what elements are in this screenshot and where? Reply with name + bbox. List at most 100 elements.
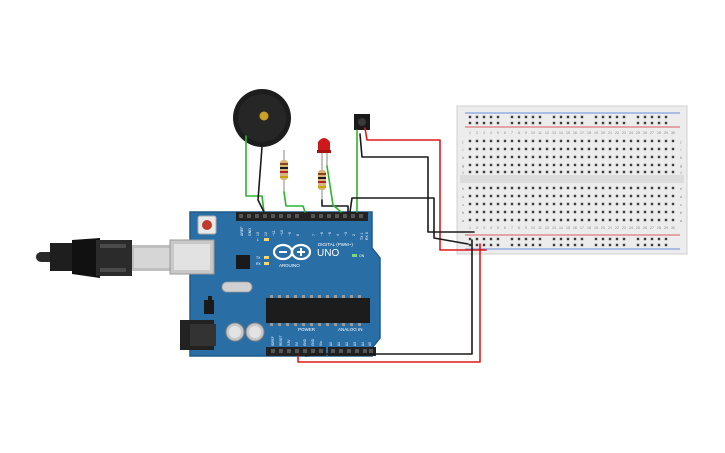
black-wire[interactable] xyxy=(349,197,469,245)
breadboard-hole[interactable] xyxy=(468,202,472,206)
breadboard-hole[interactable] xyxy=(517,115,521,119)
breadboard-hole[interactable] xyxy=(559,121,563,125)
breadboard-hole[interactable] xyxy=(538,163,542,167)
breadboard-hole[interactable] xyxy=(566,115,570,119)
breadboard-hole[interactable] xyxy=(594,186,598,190)
breadboard-hole[interactable] xyxy=(573,115,577,119)
breadboard-hole[interactable] xyxy=(622,237,626,241)
black-wire[interactable] xyxy=(257,146,265,213)
breadboard-hole[interactable] xyxy=(538,139,542,143)
breadboard-hole[interactable] xyxy=(629,202,633,206)
breadboard-hole[interactable] xyxy=(657,170,661,174)
breadboard-hole[interactable] xyxy=(664,218,668,222)
breadboard-hole[interactable] xyxy=(657,210,661,214)
breadboard-hole[interactable] xyxy=(580,186,584,190)
breadboard-hole[interactable] xyxy=(496,121,500,125)
breadboard-hole[interactable] xyxy=(489,243,493,247)
breadboard-hole[interactable] xyxy=(468,163,472,167)
breadboard-hole[interactable] xyxy=(517,155,521,159)
breadboard-hole[interactable] xyxy=(643,237,647,241)
green-wire[interactable] xyxy=(245,135,265,213)
breadboard-hole[interactable] xyxy=(552,115,556,119)
breadboard-hole[interactable] xyxy=(482,121,486,125)
breadboard-hole[interactable] xyxy=(629,194,633,198)
breadboard-hole[interactable] xyxy=(650,218,654,222)
breadboard-hole[interactable] xyxy=(482,155,486,159)
breadboard-hole[interactable] xyxy=(538,243,542,247)
breadboard-hole[interactable] xyxy=(573,194,577,198)
breadboard-hole[interactable] xyxy=(622,163,626,167)
breadboard-hole[interactable] xyxy=(657,202,661,206)
breadboard-hole[interactable] xyxy=(629,186,633,190)
breadboard-hole[interactable] xyxy=(636,163,640,167)
breadboard-hole[interactable] xyxy=(594,170,598,174)
breadboard-hole[interactable] xyxy=(538,147,542,151)
breadboard-hole[interactable] xyxy=(629,147,633,151)
breadboard-hole[interactable] xyxy=(475,163,479,167)
breadboard-hole[interactable] xyxy=(664,210,668,214)
breadboard-hole[interactable] xyxy=(580,170,584,174)
breadboard-hole[interactable] xyxy=(503,147,507,151)
breadboard-hole[interactable] xyxy=(531,202,535,206)
breadboard-hole[interactable] xyxy=(552,170,556,174)
breadboard-hole[interactable] xyxy=(573,147,577,151)
breadboard-hole[interactable] xyxy=(615,155,619,159)
breadboard-hole[interactable] xyxy=(608,121,612,125)
breadboard-hole[interactable] xyxy=(524,121,528,125)
breadboard-hole[interactable] xyxy=(580,163,584,167)
breadboard-hole[interactable] xyxy=(643,210,647,214)
breadboard-hole[interactable] xyxy=(615,170,619,174)
breadboard-hole[interactable] xyxy=(664,202,668,206)
breadboard-hole[interactable] xyxy=(573,155,577,159)
breadboard-hole[interactable] xyxy=(601,237,605,241)
breadboard-hole[interactable] xyxy=(608,237,612,241)
breadboard-hole[interactable] xyxy=(559,210,563,214)
breadboard-hole[interactable] xyxy=(615,243,619,247)
breadboard-hole[interactable] xyxy=(650,237,654,241)
breadboard-hole[interactable] xyxy=(608,139,612,143)
breadboard-hole[interactable] xyxy=(559,218,563,222)
breadboard-hole[interactable] xyxy=(559,163,563,167)
breadboard-hole[interactable] xyxy=(566,139,570,143)
breadboard-hole[interactable] xyxy=(650,115,654,119)
breadboard-hole[interactable] xyxy=(587,218,591,222)
breadboard-hole[interactable] xyxy=(594,218,598,222)
breadboard-hole[interactable] xyxy=(524,139,528,143)
breadboard-hole[interactable] xyxy=(503,218,507,222)
breadboard-hole[interactable] xyxy=(559,202,563,206)
breadboard-hole[interactable] xyxy=(601,115,605,119)
breadboard-hole[interactable] xyxy=(636,155,640,159)
breadboard-hole[interactable] xyxy=(510,194,514,198)
breadboard-hole[interactable] xyxy=(531,147,535,151)
breadboard-hole[interactable] xyxy=(524,202,528,206)
resistor[interactable] xyxy=(280,150,288,192)
breadboard-hole[interactable] xyxy=(566,147,570,151)
breadboard-hole[interactable] xyxy=(566,218,570,222)
breadboard-hole[interactable] xyxy=(580,243,584,247)
breadboard-hole[interactable] xyxy=(496,237,500,241)
breadboard-hole[interactable] xyxy=(657,139,661,143)
breadboard-hole[interactable] xyxy=(503,202,507,206)
breadboard-hole[interactable] xyxy=(643,186,647,190)
pushbutton[interactable] xyxy=(354,114,370,130)
breadboard-hole[interactable] xyxy=(510,163,514,167)
breadboard-hole[interactable] xyxy=(608,202,612,206)
breadboard-hole[interactable] xyxy=(524,115,528,119)
breadboard[interactable]: j i h g f e d c b a j i h g f e d c b a … xyxy=(456,105,688,255)
breadboard-hole[interactable] xyxy=(636,202,640,206)
breadboard-hole[interactable] xyxy=(468,139,472,143)
breadboard-hole[interactable] xyxy=(615,163,619,167)
breadboard-hole[interactable] xyxy=(664,139,668,143)
breadboard-hole[interactable] xyxy=(468,210,472,214)
breadboard-hole[interactable] xyxy=(538,115,542,119)
breadboard-hole[interactable] xyxy=(545,170,549,174)
breadboard-hole[interactable] xyxy=(510,202,514,206)
breadboard-hole[interactable] xyxy=(615,115,619,119)
breadboard-hole[interactable] xyxy=(482,194,486,198)
breadboard-hole[interactable] xyxy=(657,194,661,198)
breadboard-hole[interactable] xyxy=(531,194,535,198)
breadboard-hole[interactable] xyxy=(615,139,619,143)
breadboard-hole[interactable] xyxy=(531,121,535,125)
breadboard-hole[interactable] xyxy=(475,139,479,143)
breadboard-hole[interactable] xyxy=(503,194,507,198)
